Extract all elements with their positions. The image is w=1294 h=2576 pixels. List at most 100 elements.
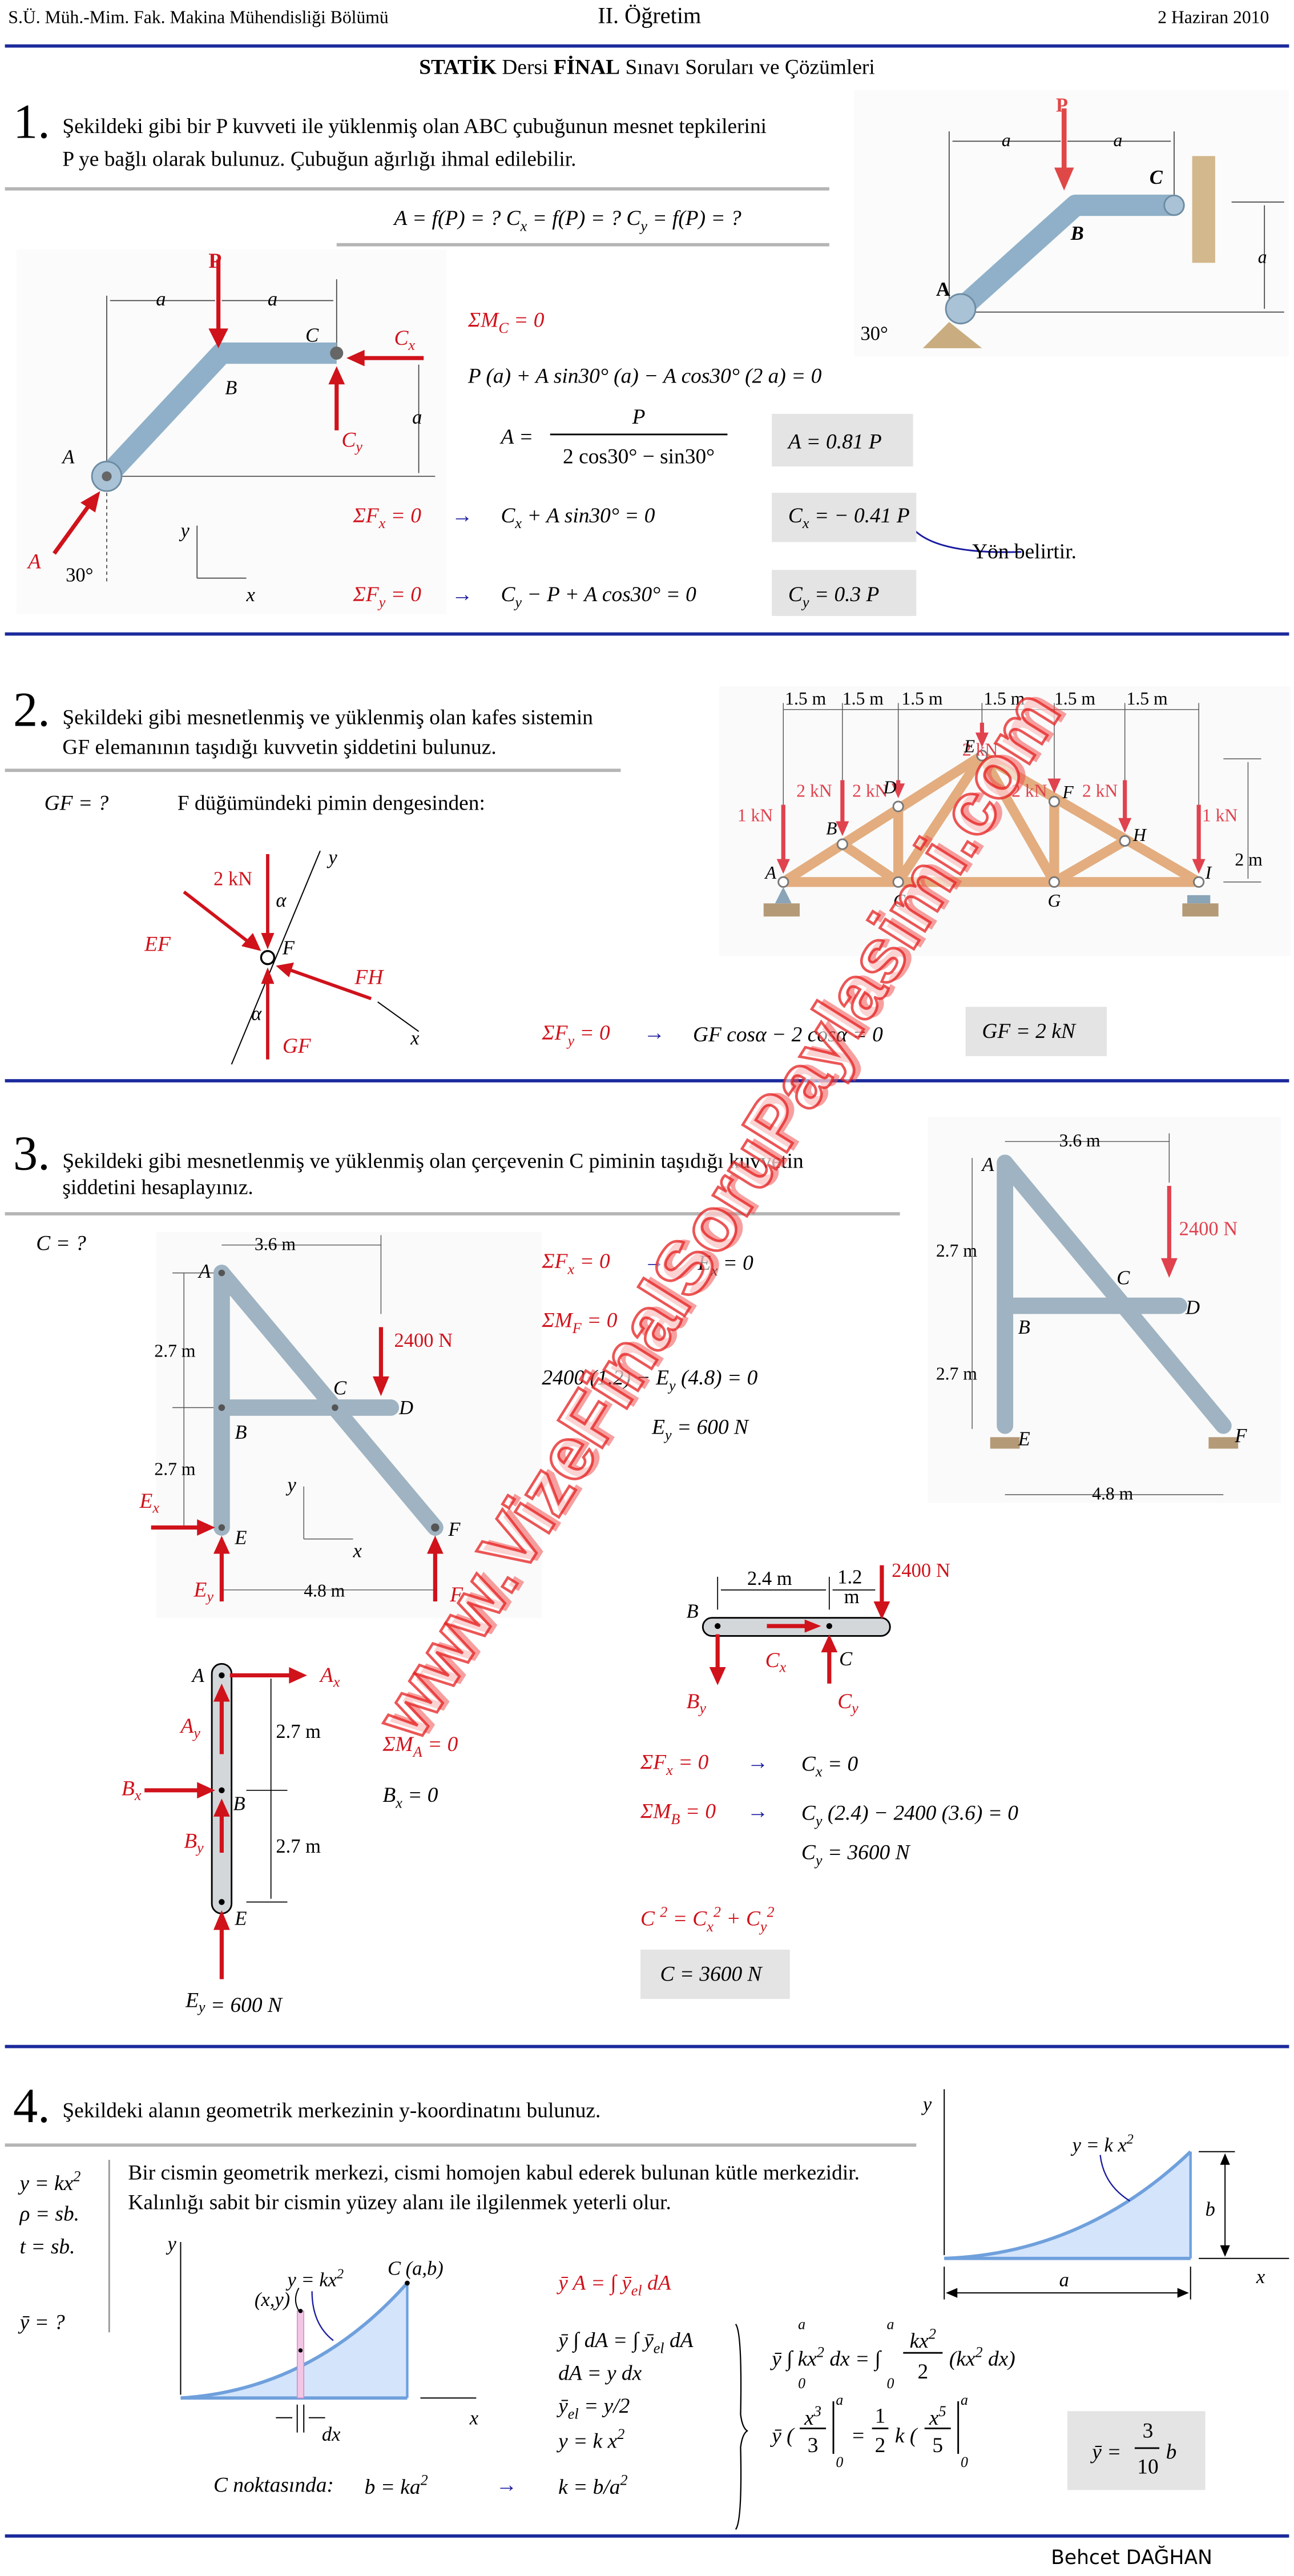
node-label: E: [964, 736, 975, 756]
dim-label: 3.6 m: [255, 1234, 296, 1254]
dim-label: 2.4 m: [747, 1568, 792, 1589]
title-exam: FİNAL: [553, 54, 620, 79]
equation: Cx = 0: [801, 1750, 858, 1780]
angle-label: α: [276, 889, 287, 911]
dim-label: 2.7 m: [936, 1364, 977, 1384]
equals: =: [852, 2422, 865, 2448]
integral-limit: a: [836, 2391, 844, 2408]
arrow-icon: →: [452, 581, 473, 606]
given-value: t = sb.: [19, 2233, 75, 2259]
equation: A =: [501, 424, 534, 449]
problem-3-diagram: 3.6 m 2.7 m 2.7 m 4.8 m 2400 N A B C D E…: [121, 1130, 1248, 2018]
point-label: E: [1018, 1428, 1030, 1450]
title-text: Sınavı Soruları ve Çözümleri: [620, 54, 875, 79]
dim-label: 1.2: [837, 1566, 862, 1588]
load-label: 2 kN: [1011, 780, 1047, 800]
dim-label: 2.7 m: [154, 1459, 195, 1479]
angle-label: α: [251, 1003, 262, 1025]
point-label: C: [1150, 167, 1163, 188]
point-label: B: [235, 1422, 247, 1443]
fraction-bar: [800, 2428, 827, 2429]
load-label: 2400 N: [1179, 1218, 1238, 1239]
section-rule: [5, 2044, 1289, 2048]
problem-4-number: 4.: [13, 2079, 50, 2134]
point-label: C: [1116, 1267, 1130, 1289]
load-arrowhead: [975, 732, 989, 747]
arrow-icon: →: [495, 2472, 518, 2497]
fraction-numerator: 3: [1142, 2417, 1154, 2442]
problem-2-hint: F düğümündeki pimin dengesinden:: [177, 790, 485, 815]
arrow-icon: →: [643, 1248, 666, 1273]
fraction-denominator: 5: [932, 2432, 944, 2457]
answer-A: A = 0.81 P: [788, 428, 882, 454]
load-label: 2400 N: [892, 1560, 950, 1581]
answer-box: [965, 1007, 1107, 1056]
answer-box: [772, 413, 913, 467]
equation: ΣMC = 0: [467, 307, 545, 336]
answer-Cy: Cy = 0.3 P: [788, 581, 880, 611]
given-value: ρ = sb.: [19, 2201, 80, 2226]
dim-label: a: [1258, 247, 1267, 267]
load-label: 2 kN: [962, 739, 998, 759]
force-label: Ax: [319, 1664, 340, 1690]
equation: y = k x2: [558, 2426, 625, 2453]
fraction-bar: [1134, 2447, 1160, 2449]
integral-limit: 0: [836, 2454, 844, 2470]
divider: [5, 187, 829, 190]
equation: Ex = 0: [698, 1250, 753, 1279]
span-label: 1.5 m: [1054, 689, 1095, 709]
point-label: C: [839, 1648, 853, 1670]
load-arrowhead: [1047, 778, 1061, 794]
load-label: 2400 N: [394, 1330, 453, 1351]
evaluation-bar: [832, 2401, 835, 2454]
node-label: H: [1132, 825, 1147, 845]
fraction-numerator: x3: [804, 2402, 821, 2430]
divider: [5, 2143, 917, 2146]
equation: k = b/a2: [558, 2472, 628, 2499]
equation: ΣFy = 0: [353, 581, 421, 611]
header-department: S.Ü. Müh.-Mim. Fak. Makina Mühendisliği …: [8, 8, 389, 28]
section-rule: [5, 632, 1289, 636]
load-label: 2 kN: [852, 780, 888, 800]
fraction-numerator: x5: [929, 2402, 946, 2430]
fraction-denominator: 10: [1137, 2454, 1159, 2479]
arrow-icon: →: [643, 1020, 666, 1045]
load-label: 1 kN: [737, 805, 773, 825]
load-label: P: [208, 249, 221, 273]
problem-2-text: GF elemanının taşıdığı kuvvetin şiddetin…: [62, 734, 497, 759]
point-label: C: [333, 1377, 347, 1399]
angle-label: 30°: [860, 323, 888, 345]
load-label: 2 kN: [796, 780, 832, 800]
integral-limit: a: [960, 2391, 968, 2408]
equation: ΣMB = 0: [640, 1798, 716, 1828]
node-label: C: [893, 891, 906, 911]
page-title: STATİK Dersi FİNAL Sınavı Soruları ve Çö…: [0, 56, 1294, 77]
point-label: A: [981, 1154, 994, 1176]
equation: GF cosα − 2 cosα = 0: [693, 1021, 883, 1046]
equation: P (a) + A sin30° (a) − A cos30° (2 a) = …: [467, 363, 822, 388]
equation: ΣMF = 0: [542, 1307, 618, 1337]
node-label: B: [826, 818, 837, 838]
author-signature: Behcet DAĞHAN: [1051, 2546, 1212, 2569]
span-label: 1.5 m: [785, 689, 826, 709]
point-label: B: [1018, 1317, 1030, 1338]
node-label: F: [1062, 782, 1074, 802]
dim-label: 4.8 m: [304, 1580, 345, 1600]
integral-limit: 0: [798, 2374, 806, 2392]
span-label: 1.5 m: [901, 689, 942, 709]
integral-limit: 0: [886, 2374, 894, 2392]
fraction-numerator: kx2: [909, 2325, 936, 2353]
answer-box: [772, 570, 917, 616]
dim-label: 4.8 m: [1092, 1484, 1133, 1504]
direction-note: Yön belirtir.: [972, 538, 1077, 564]
integral-equation: ȳ (: [772, 2422, 794, 2448]
dim-label: b: [1206, 2199, 1215, 2220]
load-arrowhead: [892, 783, 905, 799]
title-course: STATİK: [419, 54, 497, 79]
point-label: E: [234, 1908, 247, 1930]
integral-limit: a: [798, 2316, 806, 2333]
dim-label: a: [268, 288, 277, 310]
load-arrowhead: [776, 859, 790, 874]
paragraph: Bir cismin geometrik merkezi, cismi homo…: [128, 2160, 860, 2185]
